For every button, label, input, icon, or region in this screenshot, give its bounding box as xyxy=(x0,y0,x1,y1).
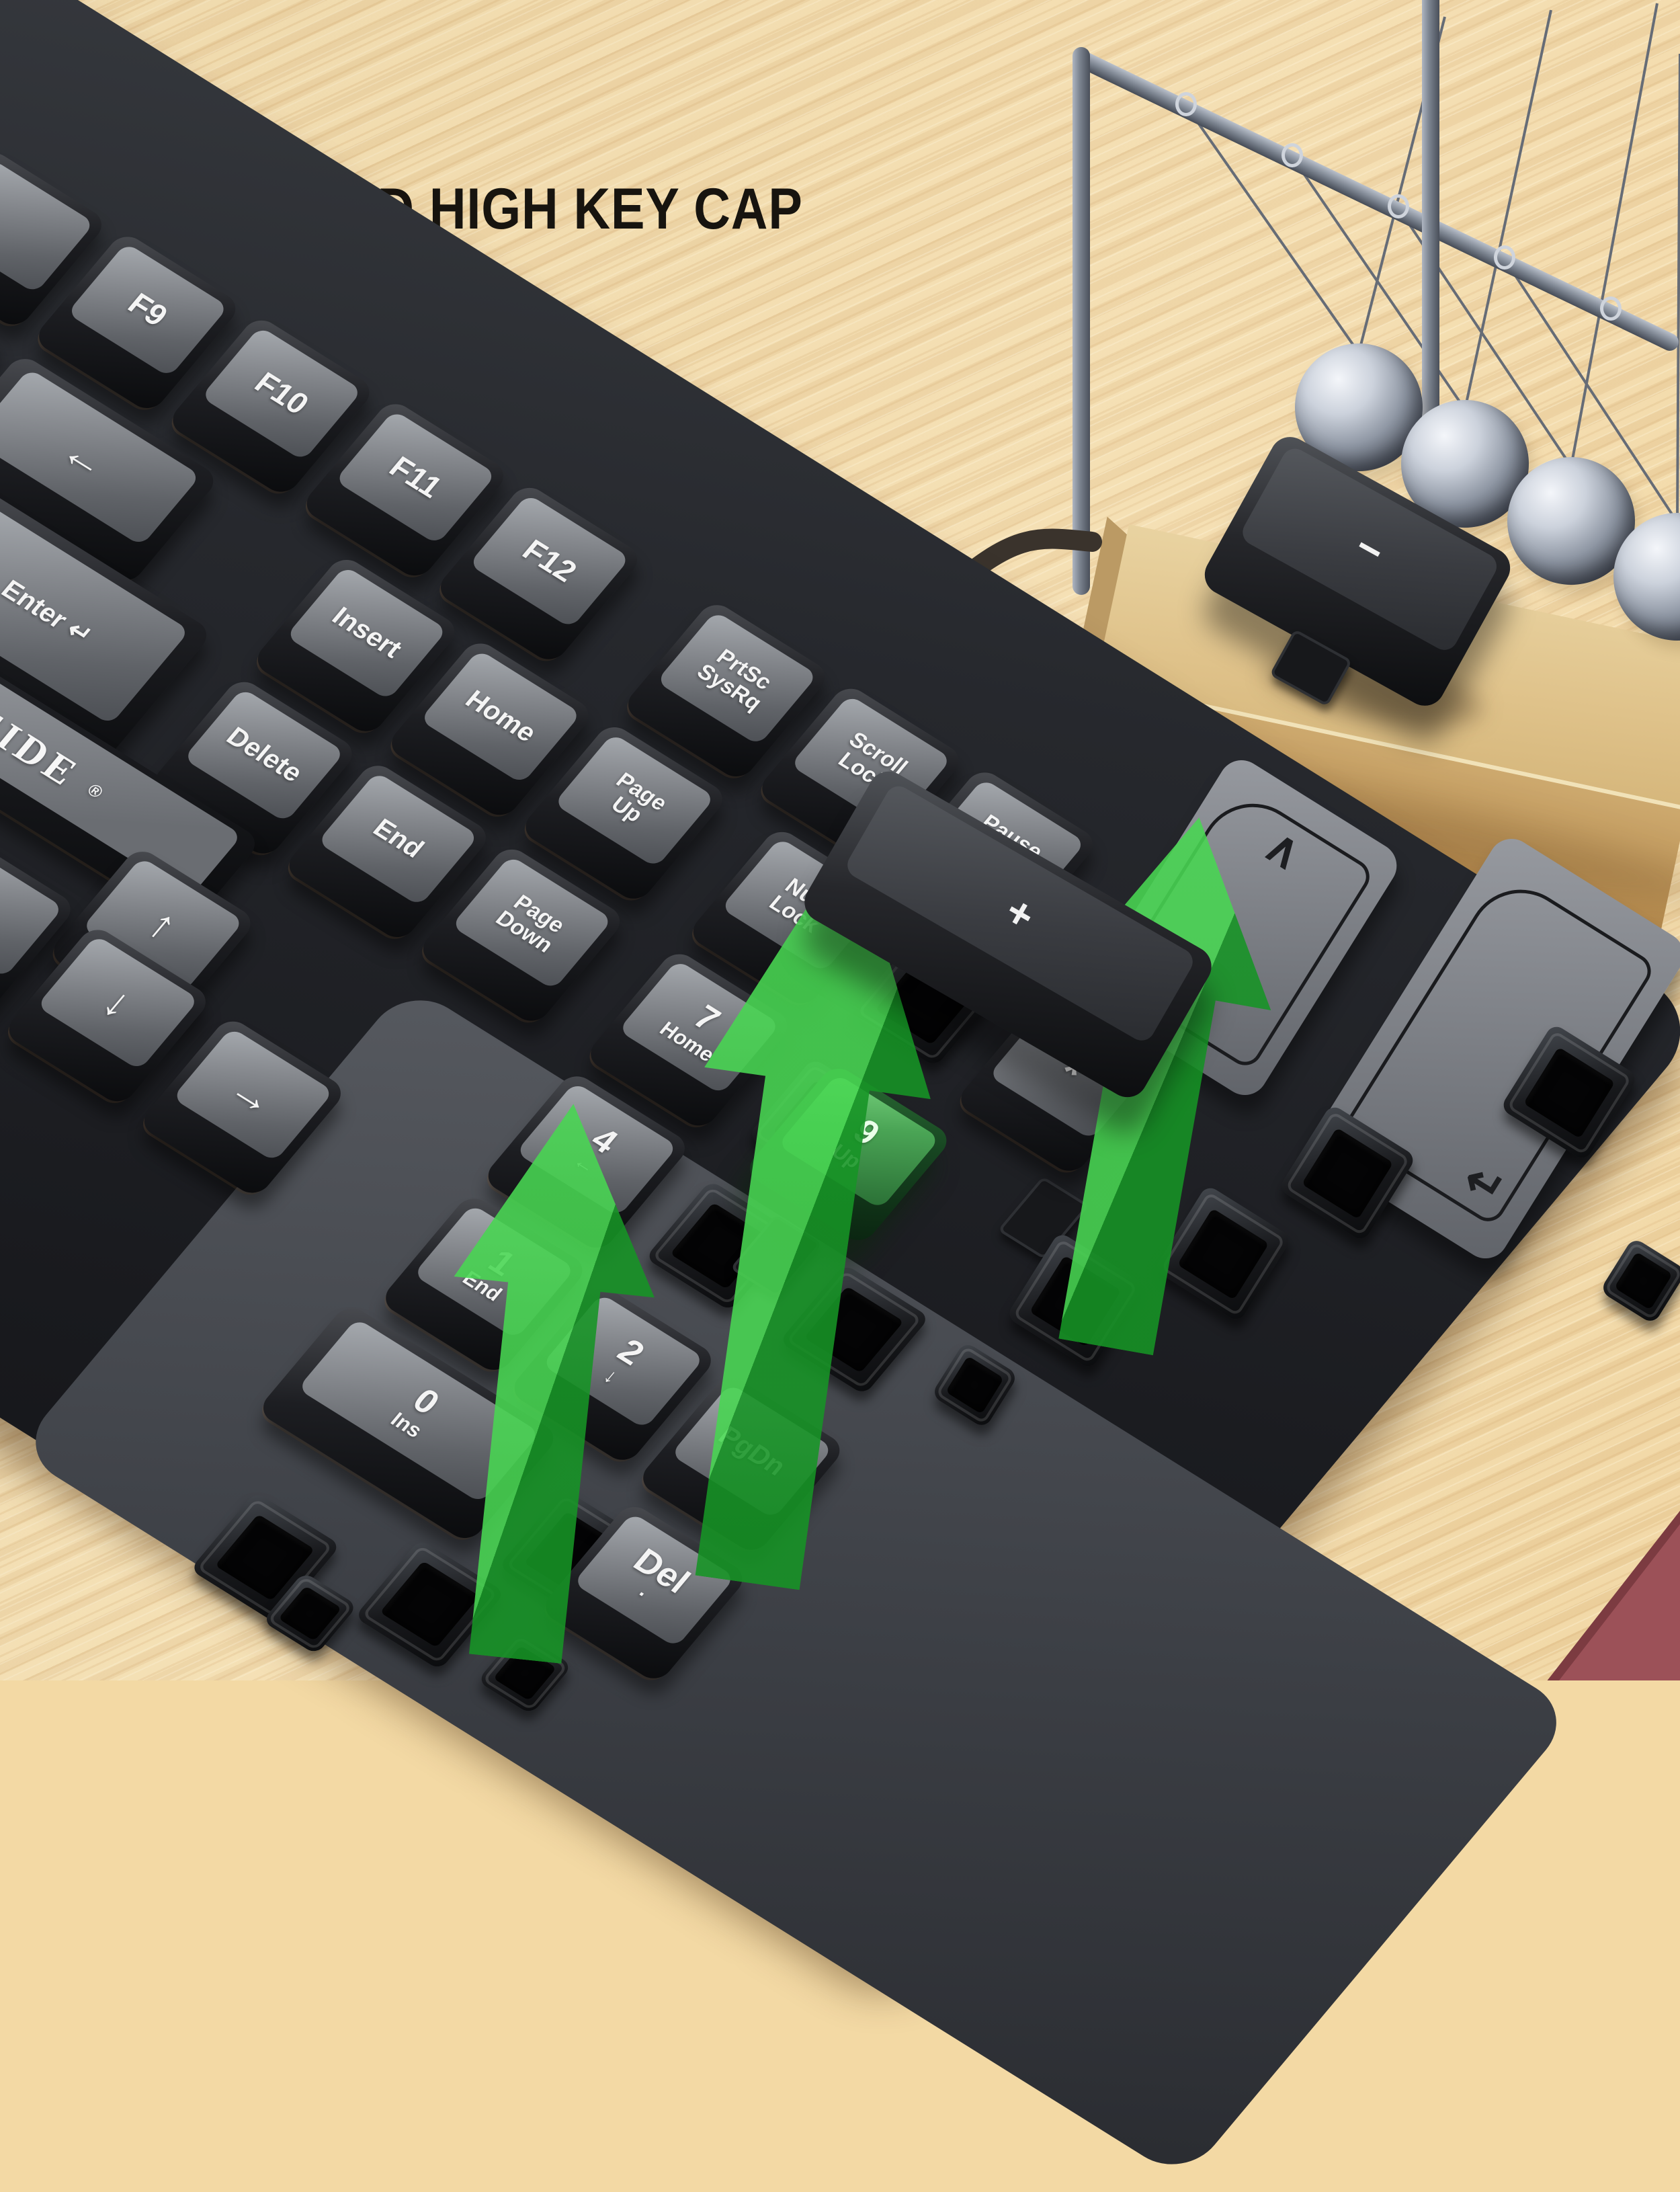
newton-cradle-ball xyxy=(1507,457,1635,585)
cradle-near-post xyxy=(1073,47,1090,595)
cradle-hook-icon xyxy=(1282,143,1303,167)
cradle-hook-icon xyxy=(1175,92,1197,116)
cradle-hook-icon xyxy=(1600,296,1622,321)
cradle-hook-icon xyxy=(1388,194,1409,218)
newton-cradle-ball xyxy=(1401,400,1529,528)
cradle-hook-icon xyxy=(1494,245,1515,270)
brand-registered-mark: ® xyxy=(83,779,108,802)
